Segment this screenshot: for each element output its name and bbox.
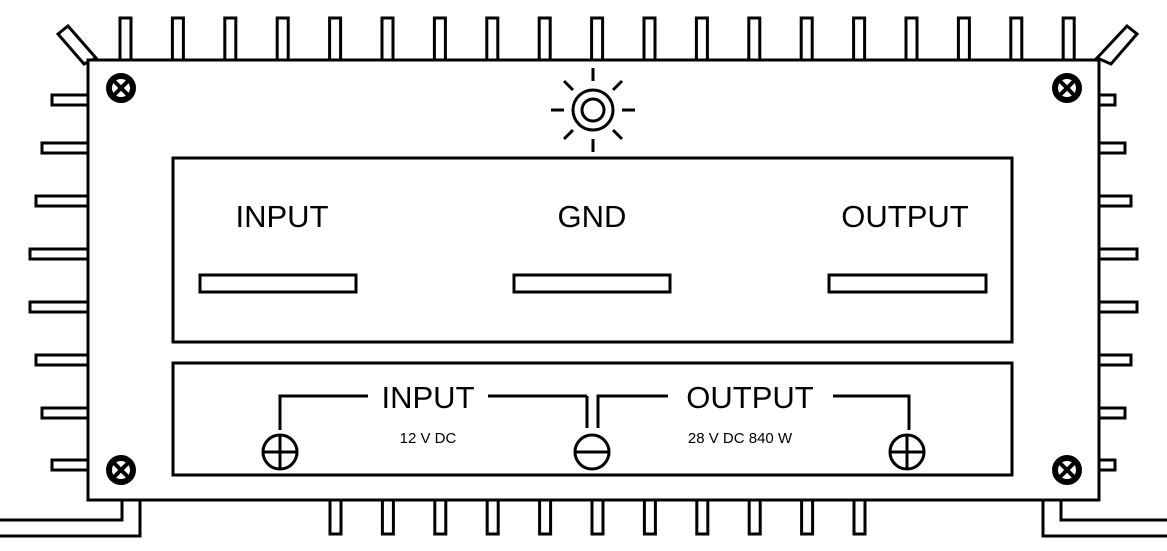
heatsink-fin-left (50, 458, 92, 472)
heatsink-fin-top (380, 16, 395, 64)
heatsink-fin-left (28, 300, 92, 314)
foot-right-outer (1041, 500, 1167, 538)
heatsink-fin-top (432, 16, 447, 64)
mounting-feet (0, 500, 1167, 538)
terminal-slot-gnd (512, 273, 672, 294)
heatsink-fin-top (642, 16, 657, 64)
corner-screws (106, 73, 1082, 485)
heatsink-fin-right (1095, 353, 1133, 367)
heatsink-fin-top (1061, 16, 1076, 64)
spec-label-input: INPUT (382, 380, 475, 415)
heatsink-fin-right (1095, 141, 1127, 155)
terminal-panel (171, 156, 1014, 344)
heatsink-fin-bottom (485, 496, 500, 536)
corner-fin-right (1094, 23, 1140, 66)
heatsink-fin-bottom (747, 496, 762, 536)
screw-icon (1052, 455, 1082, 485)
corner-fin-left (55, 23, 99, 66)
terminal-label-input: INPUT (236, 199, 329, 234)
heatsink-fin-left (34, 353, 92, 367)
terminal-label-output: OUTPUT (841, 199, 969, 234)
led-light-icon (551, 68, 635, 152)
heatsink-fin-bottom (538, 496, 553, 536)
heatsink-fin-bottom (852, 496, 867, 536)
heatsink-fin-top (485, 16, 500, 64)
terminal-slot-input (198, 273, 358, 294)
spec-output-value: 28 V DC 840 W (688, 430, 793, 447)
terminal-slot-output (827, 273, 988, 294)
heatsink-fin-left (34, 194, 92, 208)
heatsink-fin-top (904, 16, 919, 64)
heatsink-fins (28, 16, 1139, 536)
heatsink-fin-top (852, 16, 867, 64)
heatsink-fin-top (328, 16, 343, 64)
heatsink-fin-top (694, 16, 709, 64)
plus-circle-icon (888, 433, 926, 471)
foot-left-inner (0, 500, 142, 538)
heatsink-fin-top (590, 16, 605, 64)
heatsink-fin-top (747, 16, 762, 64)
heatsink-fin-top (799, 16, 814, 64)
heatsink-fin-bottom (800, 496, 815, 536)
heatsink-fin-left (28, 247, 92, 261)
foot-left-outer (0, 500, 124, 522)
corner-fins (55, 23, 1140, 66)
terminal-label-gnd: GND (558, 199, 627, 234)
heatsink-fin-top (118, 16, 133, 64)
heatsink-fin-bottom (433, 496, 448, 536)
spec-input-value: 12 V DC (400, 430, 457, 447)
heatsink-fin-bottom (328, 496, 343, 536)
heatsink-fin-bottom (590, 496, 605, 536)
heatsink-fin-top (956, 16, 971, 64)
heatsink-fin-right (1095, 300, 1139, 314)
heatsink-fin-left (40, 141, 92, 155)
plus-circle-icon (261, 433, 299, 471)
heatsink-fin-bottom (380, 496, 395, 536)
spec-wiring (278, 394, 911, 430)
heatsink-fin-bottom (642, 496, 657, 536)
minus-circle-icon (573, 433, 611, 471)
heatsink-fin-top (275, 16, 290, 64)
heatsink-fin-left (50, 93, 92, 107)
spec-label-output: OUTPUT (686, 380, 814, 415)
screw-icon (1052, 73, 1082, 103)
heatsink-fin-top (537, 16, 552, 64)
screw-icon (106, 73, 136, 103)
screw-icon (106, 455, 136, 485)
heatsink-fin-right (1095, 194, 1133, 208)
heatsink-fin-bottom (695, 496, 710, 536)
heatsink-fin-right (1095, 247, 1139, 261)
heatsink-fin-top (170, 16, 185, 64)
heatsink-fin-right (1095, 406, 1127, 420)
heatsink-fin-top (1009, 16, 1024, 64)
heatsink-fin-left (40, 406, 92, 420)
heatsink-fin-top (223, 16, 238, 64)
foot-right-inner (1059, 500, 1167, 522)
